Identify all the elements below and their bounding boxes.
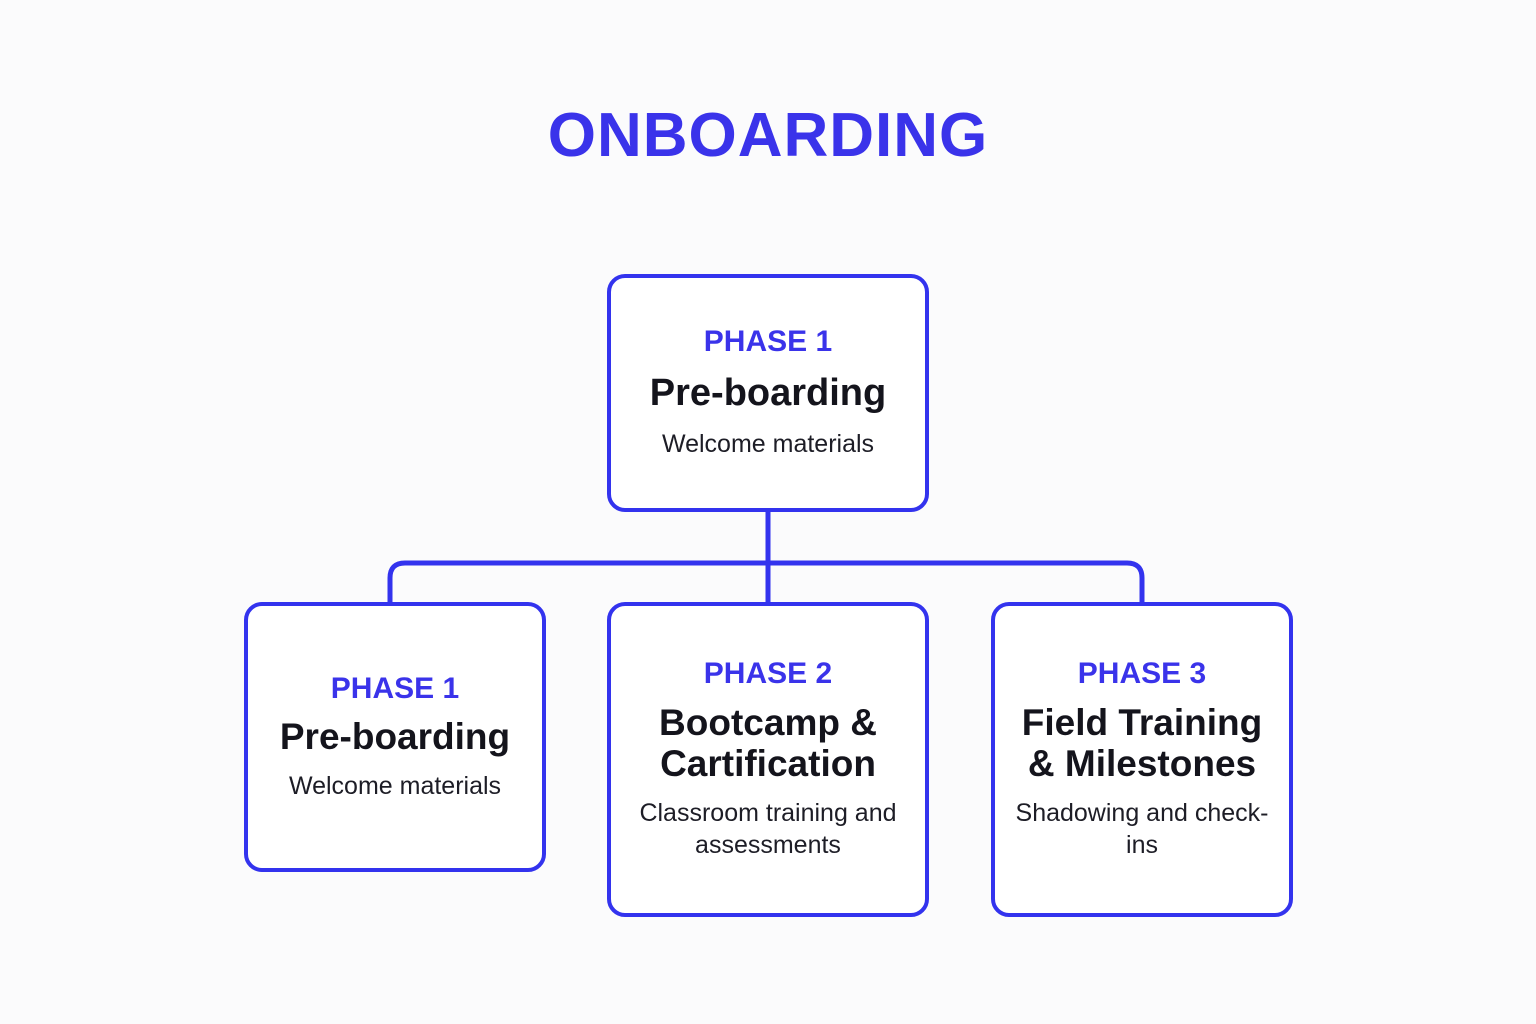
node-phase-label: PHASE 1: [703, 325, 833, 359]
node-heading: Field Training & Milestones: [1021, 701, 1263, 785]
connector-to-child-3: [768, 560, 1145, 603]
node-heading: Bootcamp & Cartification: [659, 701, 877, 785]
node-child-phase-3[interactable]: PHASE 3 Field Training & Milestones Shad…: [991, 602, 1293, 917]
node-phase-label: PHASE 1: [330, 671, 460, 705]
node-description: Welcome materials: [288, 771, 502, 800]
connector-to-child-1: [387, 560, 768, 603]
node-heading: Pre-boarding: [649, 371, 887, 414]
node-phase-label: PHASE 3: [1077, 657, 1207, 691]
page-title: ONBOARDING: [547, 101, 989, 170]
node-description: Shadowing and check-ins: [1015, 798, 1269, 860]
node-child-phase-2[interactable]: PHASE 2 Bootcamp & Cartification Classro…: [607, 602, 929, 917]
node-description: Welcome materials: [661, 430, 875, 459]
node-description: Classroom training and assessments: [639, 798, 897, 860]
node-phase-label: PHASE 2: [703, 657, 833, 691]
node-heading: Pre-boarding: [279, 716, 511, 758]
node-root-phase-1[interactable]: PHASE 1 Pre-boarding Welcome materials: [607, 274, 929, 512]
node-child-phase-1[interactable]: PHASE 1 Pre-boarding Welcome materials: [244, 602, 546, 872]
